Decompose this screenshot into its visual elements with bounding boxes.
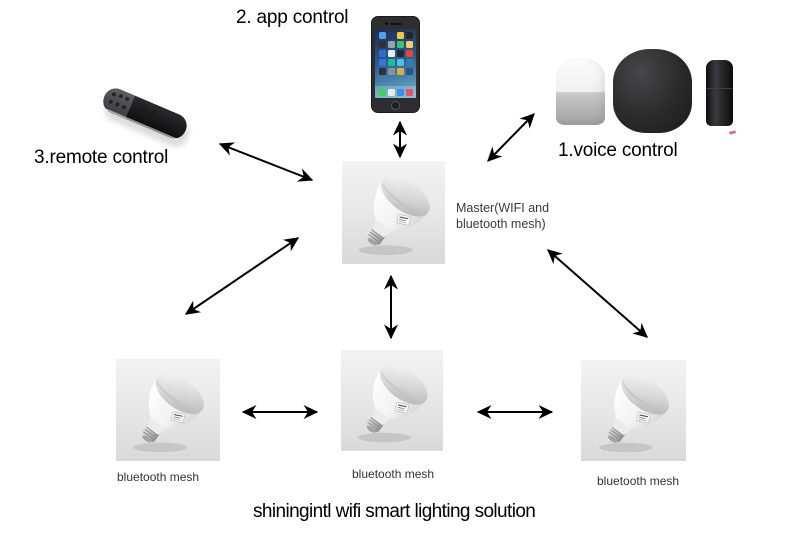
dock-app-icon — [378, 88, 386, 96]
arrow-master_bulb-mesh_bulb_left — [184, 237, 300, 315]
app-icon — [396, 68, 404, 75]
app-icon — [387, 50, 395, 57]
homepod-speaker-icon — [613, 49, 692, 133]
app-icon — [378, 32, 386, 39]
smart-bulb-icon — [119, 362, 217, 458]
diagram-title: shiningintl wifi smart lighting solution — [253, 501, 536, 522]
mesh-bulb-center-image — [341, 350, 443, 451]
remote-control-image — [99, 84, 191, 143]
app-icon — [405, 59, 413, 66]
dock-app-icon — [405, 88, 413, 96]
app-icon — [378, 59, 386, 66]
smart-bulb-icon — [344, 353, 440, 448]
app-icon — [405, 32, 413, 39]
smartphone-image — [371, 16, 420, 113]
app-icon — [396, 50, 404, 57]
google-home-speaker-icon — [556, 58, 605, 125]
echo-band — [707, 87, 732, 89]
smart-bulb-icon — [345, 164, 442, 261]
app-icon — [378, 50, 386, 57]
arrow-voice_control-master_bulb — [487, 113, 535, 162]
mesh-bulb-center-label: bluetooth mesh — [352, 467, 435, 481]
voice-control-label: 1.voice control — [558, 140, 678, 161]
dock-app-icon — [396, 88, 404, 96]
phone-earpiece — [389, 23, 402, 25]
app-icon — [387, 59, 395, 66]
app-icon — [387, 68, 395, 75]
app-icon — [378, 68, 386, 75]
remote-control-label: 3.remote control — [34, 147, 169, 168]
dock-app-icon — [387, 88, 395, 96]
remote-edge-highlight — [105, 108, 178, 141]
arrow-remote_control-master_bulb — [218, 142, 314, 182]
app-icon — [378, 41, 386, 48]
master-bulb-image — [342, 161, 445, 264]
app-icon — [396, 59, 404, 66]
mesh-bulb-left-label: bluetooth mesh — [117, 470, 200, 484]
phone-app-icons — [375, 32, 416, 75]
arrow-master_bulb-mesh_bulb_right — [547, 249, 648, 338]
app-icon — [387, 41, 395, 48]
phone-home-button — [391, 101, 400, 110]
mesh-bulb-left-image — [116, 359, 220, 461]
app-control-label: 2. app control — [236, 7, 349, 28]
app-icon — [405, 41, 413, 48]
app-icon — [396, 41, 404, 48]
red-mark-artifact — [728, 130, 737, 135]
app-icon — [396, 32, 404, 39]
mesh-bulb-right-label: bluetooth mesh — [597, 474, 680, 488]
app-icon — [405, 50, 413, 57]
phone-dock-icons — [375, 86, 416, 98]
app-icon — [387, 32, 395, 39]
phone-camera-icon — [385, 22, 388, 25]
mesh-bulb-right-image — [581, 360, 686, 461]
master-bulb-label: Master(WIFI and bluetooth mesh) — [456, 201, 550, 231]
amazon-echo-speaker-icon — [706, 60, 733, 126]
app-icon — [405, 68, 413, 75]
smart-bulb-icon — [584, 363, 683, 458]
phone-screen — [375, 29, 416, 98]
